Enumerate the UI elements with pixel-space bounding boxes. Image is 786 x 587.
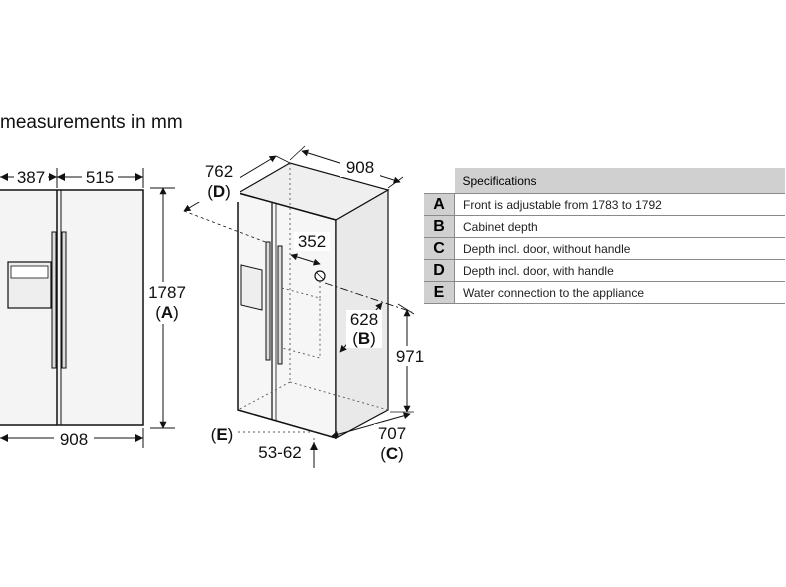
iso-depth-d-ref: (D)	[207, 182, 231, 201]
spec-header-blank	[424, 168, 455, 194]
spec-row: D Depth incl. door, with handle	[424, 259, 785, 282]
front-left-width-label: 387	[17, 168, 45, 187]
iso-left-handle	[265, 241, 271, 361]
front-left-handle	[51, 231, 57, 369]
front-top-arrow-mid-right	[57, 173, 65, 181]
spec-row-desc: Water connection to the appliance	[454, 281, 785, 304]
iso-side-height-top-tick	[397, 303, 415, 315]
iso-depth-d-label: 762	[205, 162, 233, 181]
label-bg-352	[294, 232, 330, 251]
label-bg-971	[392, 346, 428, 366]
spec-row-key: A	[424, 193, 455, 216]
label-bg-908-iso	[340, 157, 380, 177]
spec-row-key: D	[424, 259, 455, 282]
front-height-label: 1787	[148, 283, 186, 302]
iso-cabinet-depth-label: 628	[350, 310, 378, 329]
iso-hidden-lines	[237, 163, 389, 466]
label-bg-53-62	[254, 442, 306, 462]
front-total-width-label: 908	[60, 430, 88, 449]
iso-depth-c-ref: (C)	[380, 444, 404, 463]
iso-width-ext-right	[387, 176, 404, 189]
spec-row: A Front is adjustable from 1783 to 1792	[424, 193, 785, 216]
front-top-arrow-left	[0, 173, 8, 181]
label-bg-387	[14, 167, 48, 187]
spec-row-key: C	[424, 237, 455, 260]
spec-row: E Water connection to the appliance	[424, 281, 785, 304]
iso-depth-c-dim-line	[331, 412, 411, 438]
front-dispenser-panel	[10, 265, 49, 279]
spec-row-key: E	[424, 281, 455, 304]
specifications-table: Specifications A Front is adjustable fro…	[424, 168, 785, 304]
diagram-heading: measurements in mm	[0, 112, 183, 133]
front-top-arrow-mid-left	[49, 173, 57, 181]
label-bg-762	[198, 160, 240, 202]
spec-row: C Depth incl. door, without handle	[424, 237, 785, 260]
spec-row: B Cabinet depth	[424, 215, 785, 238]
spec-row-desc: Front is adjustable from 1783 to 1792	[454, 193, 785, 216]
label-bg-628	[346, 310, 382, 348]
iso-water-ref: (E)	[211, 425, 234, 444]
iso-front-face	[237, 192, 337, 439]
label-bg-height	[146, 282, 190, 324]
spec-row-desc: Depth incl. door, without handle	[454, 237, 785, 260]
iso-width-label: 908	[346, 158, 374, 177]
front-bottom-arrow-left	[0, 434, 8, 442]
iso-width-ext-left	[289, 145, 306, 161]
iso-depth-d-ext-front	[183, 210, 269, 244]
iso-dispenser	[240, 264, 263, 311]
front-bottom-arrow-right	[135, 434, 143, 442]
iso-cabinet-depth-ext	[324, 282, 413, 313]
iso-water-offset-label: 352	[298, 232, 326, 251]
spec-row-desc: Cabinet depth	[454, 215, 785, 238]
iso-bottom-offset-arrow	[310, 442, 318, 450]
spec-header-label: Specifications	[454, 168, 785, 194]
front-top-arrow-right	[135, 173, 143, 181]
label-bg-707	[374, 424, 410, 464]
front-view: 387 515 1787 (A) 90	[0, 167, 190, 449]
iso-bottom-offset-label: 53-62	[258, 443, 301, 462]
label-bg-515	[82, 167, 118, 187]
spec-row-key: B	[424, 215, 455, 238]
iso-view: 908 762 (D) 352 628 (B) 971	[183, 145, 428, 468]
iso-depth-c-label: 707	[378, 424, 406, 443]
iso-cabinet-depth-ref: (B)	[352, 329, 376, 348]
iso-depth-d-ext-back	[275, 155, 291, 164]
spec-row-desc: Depth incl. door, with handle	[454, 259, 785, 282]
iso-water-offset-dim-line	[290, 253, 321, 266]
iso-right-handle	[277, 245, 283, 365]
water-connection-cross	[315, 271, 325, 281]
front-height-ref: (A)	[155, 303, 179, 322]
front-right-handle	[61, 231, 67, 369]
spec-header-row: Specifications	[424, 168, 785, 194]
label-bg-908-front	[54, 429, 94, 449]
iso-side-height-label: 971	[396, 347, 424, 366]
front-right-width-label: 515	[86, 168, 114, 187]
